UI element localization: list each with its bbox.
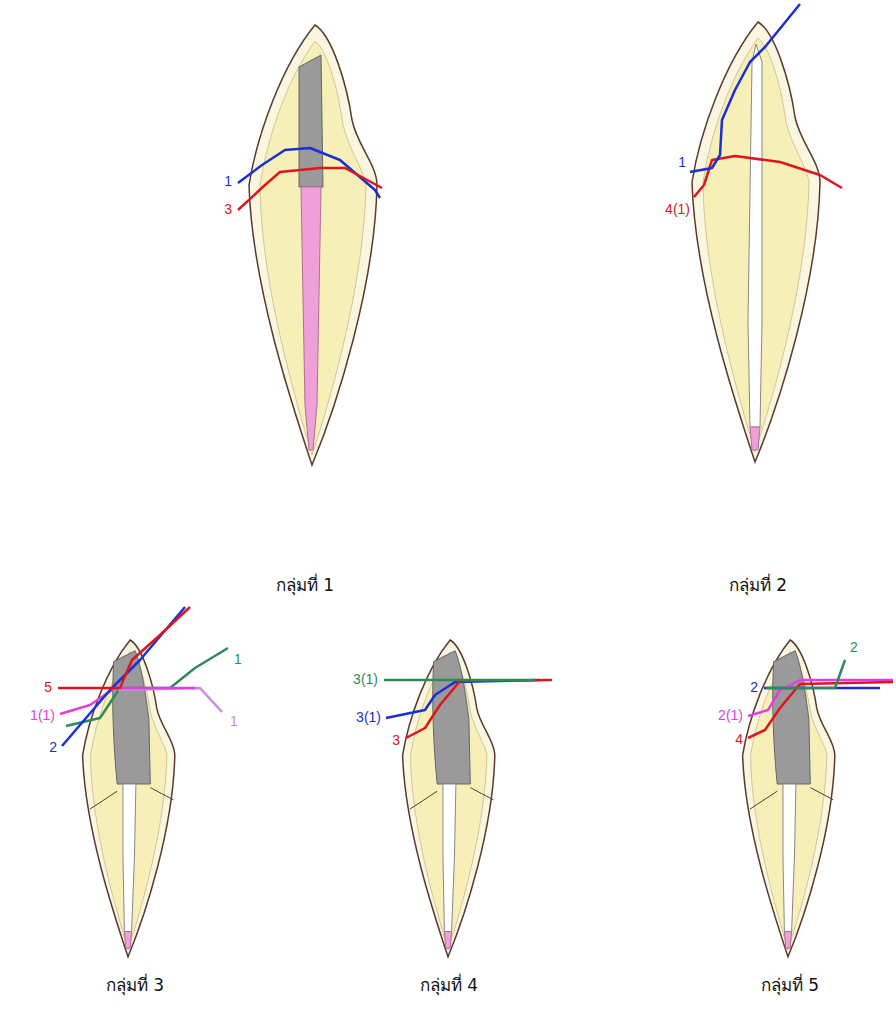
callout-number: 5 (44, 680, 52, 695)
callout-number: 4(1) (665, 202, 690, 217)
fracture-line (750, 791, 777, 809)
root-canal (748, 44, 762, 427)
callout-number: 1 (234, 652, 242, 667)
tooth-drawing (692, 22, 820, 462)
group-caption: กลุ่มที่ 3 (106, 976, 164, 995)
fracture-margin-line (386, 680, 540, 718)
fracture-margin-line (238, 168, 382, 210)
root-canal (783, 784, 796, 932)
callout-number: 1 (678, 155, 686, 170)
crown-restoration (113, 651, 151, 784)
callout-number: 3 (392, 733, 400, 748)
tooth-enamel (249, 25, 377, 465)
callout-number: 4 (735, 732, 743, 747)
tooth-drawing (249, 25, 377, 465)
group-caption: กลุ่มที่ 2 (729, 576, 787, 595)
callout-number: 1(1) (30, 708, 55, 723)
fracture-margin-line (118, 688, 222, 712)
fracture-line (470, 788, 493, 800)
callout-number: 3(1) (353, 672, 378, 687)
crown-restoration (773, 651, 811, 784)
callout-number: 1 (224, 174, 232, 189)
callout-number: 3(1) (356, 710, 381, 725)
fracture-margin-line (690, 4, 800, 172)
callout-number: 1 (230, 714, 238, 729)
gutta-percha (444, 932, 451, 949)
fracture-margin-line (58, 607, 190, 688)
group-caption: กลุ่มที่ 5 (761, 976, 819, 995)
root-canal (443, 784, 456, 932)
group-caption: กลุ่มที่ 1 (276, 576, 334, 595)
tooth-dentin (260, 41, 366, 455)
crown-restoration (433, 651, 471, 784)
fracture-margin-line (384, 679, 535, 682)
margin-lines (58, 4, 893, 746)
tooth-enamel (692, 22, 820, 462)
fracture-margin-line (748, 682, 893, 738)
root-canal (123, 784, 136, 932)
fracture-line (810, 788, 833, 800)
fracture-margin-line (406, 680, 552, 738)
callout-number: 2(1) (718, 708, 743, 723)
fracture-margin-line (60, 688, 195, 714)
post-core (301, 187, 321, 450)
fracture-line (150, 788, 173, 800)
fracture-line (90, 791, 117, 809)
fracture-line (410, 791, 437, 809)
tooth-dentin (703, 38, 809, 452)
gutta-percha (784, 932, 791, 949)
callout-number: 2 (750, 680, 758, 695)
fracture-margin-line (748, 680, 893, 716)
callout-number: 3 (224, 202, 232, 217)
callout-number: 2 (49, 740, 57, 755)
gutta-percha (750, 427, 760, 450)
gutta-percha (124, 932, 131, 949)
group-caption: กลุ่มที่ 4 (420, 976, 478, 995)
callout-number: 2 (850, 640, 858, 655)
fracture-margin-line (766, 660, 845, 688)
